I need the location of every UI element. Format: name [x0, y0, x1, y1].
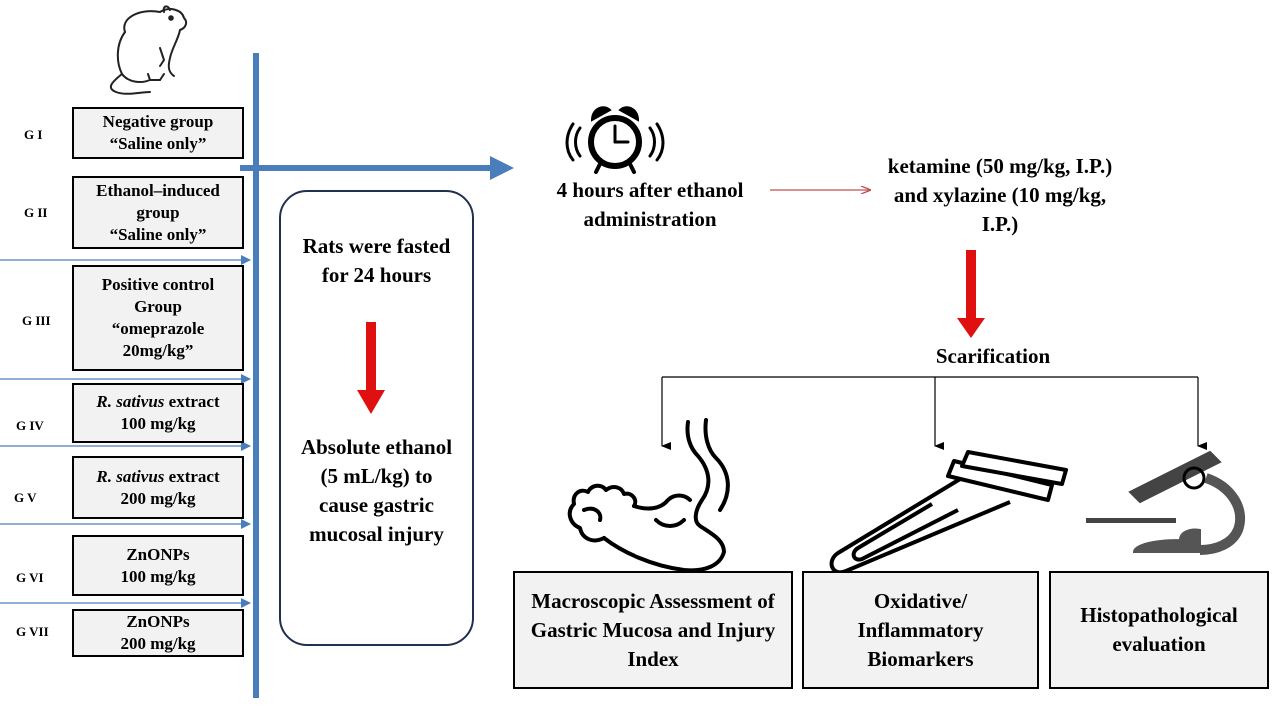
group-5-line-1: R. sativus extract: [96, 466, 219, 488]
group-3-line-2: Group: [134, 297, 182, 316]
sacrifice-label: Scarification: [935, 344, 1051, 368]
group-7-line-1: ZnONPs: [126, 612, 190, 631]
group-4-extract: extract: [164, 392, 220, 411]
group-1-line-2: “Saline only”: [109, 134, 207, 153]
fasting-text: Rats were fasted for 24 hours: [302, 234, 451, 287]
stomach-icon: [567, 418, 730, 573]
group-4-line-1: R. sativus extract: [96, 391, 219, 413]
red-arrow-anesthesia: [957, 318, 985, 338]
outcome-box-biomarkers: Oxidative/ Inflammatory Biomarkers: [802, 571, 1039, 689]
outcome-box-macroscopic: Macroscopic Assessment of Gastric Mucosa…: [513, 571, 793, 689]
group-5-extract: extract: [164, 466, 220, 486]
red-arrow-fasting: [357, 390, 385, 414]
rat-icon: [109, 5, 188, 95]
group-5-line-2: 200 mg/kg: [120, 488, 196, 508]
group-label-3: G III: [22, 313, 51, 328]
group-label-7: G VII: [16, 624, 49, 639]
group-label-5: G V: [14, 490, 37, 505]
microscope-icon: [1086, 450, 1245, 555]
group-box-4: R. sativus extract 100 mg/kg: [72, 383, 244, 443]
anesthesia-text: ketamine (50 mg/kg, I.P.) and xylazine (…: [887, 154, 1113, 236]
group-6-line-2: 100 mg/kg: [120, 566, 196, 586]
ethanol-text: Absolute ethanol (5 mL/kg) to cause gast…: [300, 435, 453, 546]
group-4-species: R. sativus: [96, 392, 165, 411]
group-label-6: G VI: [16, 570, 44, 585]
group-label-1: G I: [24, 127, 43, 142]
group-2-line-1: Ethanol–induced: [96, 180, 220, 200]
group-3-line-4: 20mg/kg”: [122, 341, 194, 360]
timer-text: 4 hours after ethanol administration: [556, 178, 744, 231]
alarm-clock-icon: [565, 106, 665, 174]
group-3-line-1: Positive control: [101, 275, 215, 294]
group-label-4: G IV: [16, 418, 44, 433]
procedure-box: [279, 190, 474, 646]
group-7-line-2: 200 mg/kg: [120, 634, 196, 653]
group-1-line-1: Negative group: [102, 112, 214, 131]
group-6-line-1: ZnONPs: [126, 544, 190, 564]
group-box-5: R. sativus extract 200 mg/kg: [72, 456, 244, 519]
group-label-2: G II: [24, 205, 48, 220]
group-box-1: Negative group “Saline only”: [72, 107, 244, 159]
group-2-line-3: “Saline only”: [109, 224, 207, 244]
outcome-histopathology-text: Histopathological evaluation: [1080, 603, 1238, 656]
outcome-biomarkers-text: Oxidative/ Inflammatory Biomarkers: [857, 588, 984, 671]
group-3-line-3: “omeprazole: [111, 319, 205, 338]
group-2-line-2: group: [136, 202, 180, 222]
group-5-species: R. sativus: [96, 466, 165, 486]
group-box-2: Ethanol–induced group “Saline only”: [72, 176, 244, 249]
group-4-line-2: 100 mg/kg: [120, 414, 196, 433]
outcome-macroscopic-text: Macroscopic Assessment of Gastric Mucosa…: [530, 588, 776, 671]
group-box-3: Positive control Group “omeprazole 20mg/…: [72, 265, 244, 371]
test-tube-icon: [829, 450, 1068, 575]
outcome-box-histopathology: Histopathological evaluation: [1049, 571, 1269, 689]
group-box-7: ZnONPs 200 mg/kg: [72, 609, 244, 657]
group-box-6: ZnONPs 100 mg/kg: [72, 535, 244, 596]
